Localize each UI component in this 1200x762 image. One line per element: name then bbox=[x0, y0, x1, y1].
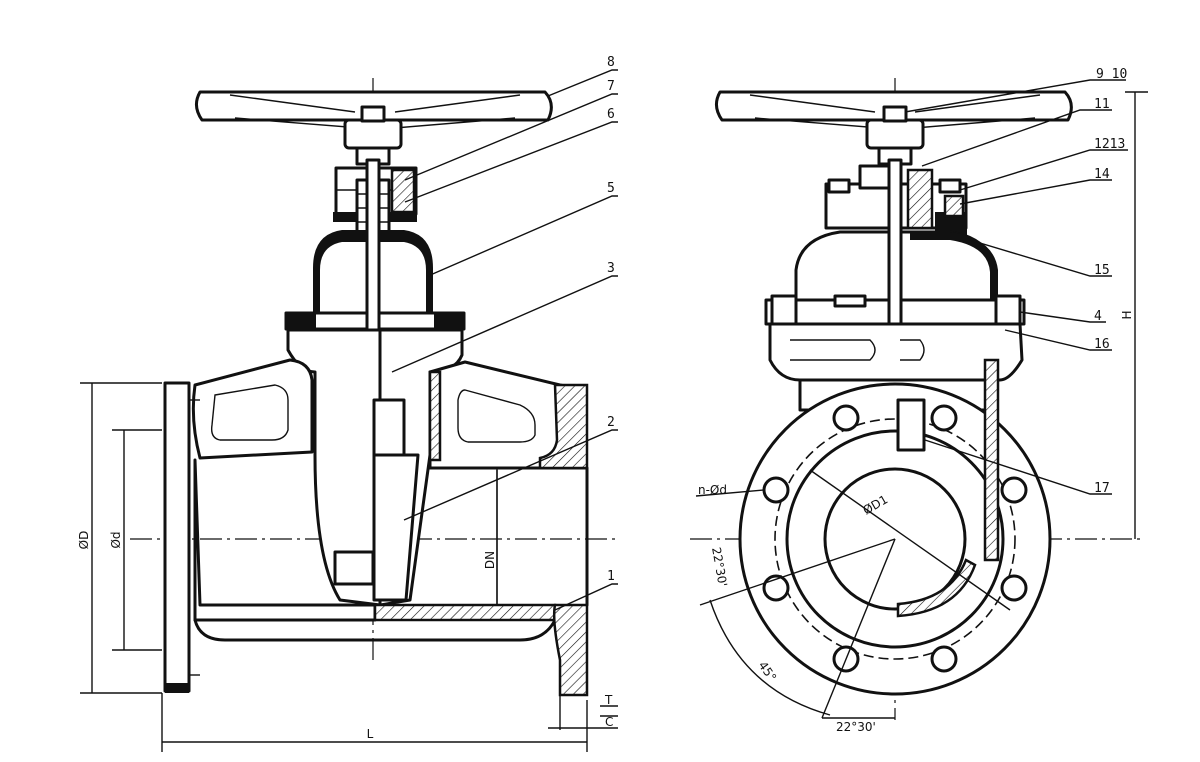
part-label-15: 15 bbox=[1094, 263, 1110, 278]
part-label-8: 8 bbox=[607, 55, 615, 70]
handwheel bbox=[195, 90, 553, 166]
diameter-line-D1 bbox=[809, 469, 1011, 611]
part-label-17: 17 bbox=[1094, 481, 1110, 496]
front-section-view: 8 7 6 5 3 2 1 ØD Ød DN L T C bbox=[77, 55, 620, 752]
part-label-5: 5 bbox=[607, 181, 615, 196]
part-label-4: 4 bbox=[1094, 309, 1102, 324]
side-handwheel bbox=[715, 90, 1073, 166]
side-flange-view: 9 10 11 1213 14 15 4 16 17 n-Ød ØD1 22°3… bbox=[690, 67, 1148, 734]
part-label-6: 6 bbox=[607, 107, 615, 122]
dim-label-C: C bbox=[605, 715, 613, 729]
side-flange-disc bbox=[738, 358, 1052, 696]
angle-ray-1 bbox=[699, 538, 896, 606]
leader-lines-front bbox=[391, 69, 618, 611]
part-label-12-13: 1213 bbox=[1094, 137, 1125, 152]
part-label-2: 2 bbox=[607, 415, 615, 430]
dim-label-n-d: n-Ød bbox=[698, 483, 727, 497]
part-label-9-10: 9 10 bbox=[1096, 67, 1127, 82]
angle-ray-2 bbox=[821, 538, 896, 719]
dimension-lines-front bbox=[80, 382, 618, 752]
dim-label-H: H bbox=[1120, 310, 1134, 319]
part-label-3: 3 bbox=[607, 261, 615, 276]
dim-label-angle-2: 45° bbox=[756, 659, 780, 684]
gate-wedge bbox=[372, 453, 420, 602]
part-label-1: 1 bbox=[607, 569, 615, 584]
inlet-flange bbox=[163, 381, 200, 693]
part-label-16: 16 bbox=[1094, 337, 1110, 352]
part-label-7: 7 bbox=[607, 79, 615, 94]
dim-label-T: T bbox=[604, 693, 613, 707]
angle-arc-lower bbox=[709, 599, 831, 716]
dim-label-L: L bbox=[367, 727, 374, 741]
dim-label-D: ØD bbox=[77, 531, 91, 550]
part-label-11: 11 bbox=[1094, 97, 1110, 112]
dim-label-angle-3: 22°30' bbox=[836, 720, 876, 734]
dim-label-d: Ød bbox=[109, 531, 123, 548]
part-label-14: 14 bbox=[1094, 167, 1110, 182]
valve-body bbox=[191, 328, 589, 607]
leader-lines-side bbox=[695, 79, 1128, 497]
dim-label-DN: DN bbox=[483, 551, 497, 569]
dim-label-angle-1: 22°30' bbox=[709, 546, 730, 588]
